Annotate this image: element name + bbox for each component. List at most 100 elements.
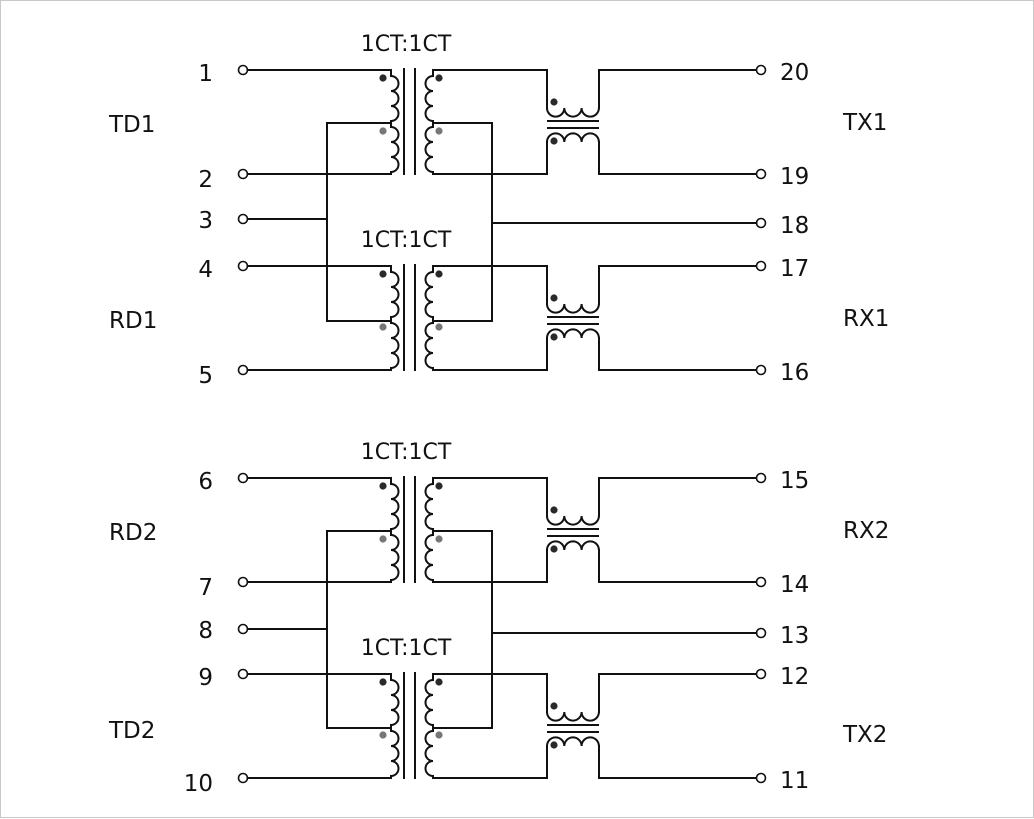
pin-number: 12 — [780, 664, 809, 690]
pin-terminal-18 — [755, 217, 767, 229]
polarity-dot — [550, 702, 558, 710]
pin-terminal-17 — [755, 260, 767, 272]
polarity-dot — [550, 506, 558, 514]
pin-number: 4 — [198, 257, 213, 283]
polarity-dot — [379, 323, 387, 331]
polarity-dot — [379, 482, 387, 490]
transformer-ratio-label: 1CT:1CT — [361, 228, 452, 253]
choke-coil-upper — [546, 711, 600, 722]
pin-number: 1 — [198, 61, 213, 87]
polarity-dot — [435, 74, 443, 82]
pin-number: 10 — [184, 771, 213, 797]
pin-number: 11 — [780, 768, 809, 794]
center-tap-bus-right — [432, 530, 493, 729]
choke-coil-lower — [546, 328, 600, 339]
wire — [432, 171, 442, 175]
pin-number: 6 — [198, 469, 213, 495]
choke-coil-lower — [546, 132, 600, 143]
choke-coil-upper — [546, 515, 600, 526]
wire — [382, 69, 392, 77]
wire — [432, 579, 442, 583]
choke-coil-lower — [546, 736, 600, 747]
center-tap-bus-right — [432, 122, 493, 322]
wire — [432, 69, 442, 77]
wire — [432, 673, 442, 681]
polarity-dot — [379, 731, 387, 739]
center-tap-1: 3 18 — [198, 122, 809, 322]
choke-coil-upper — [546, 303, 600, 314]
pin-number: 17 — [780, 256, 809, 282]
pin-number: 13 — [780, 623, 809, 649]
pin-terminal-8 — [237, 623, 249, 635]
channel-label: RX2 — [843, 518, 889, 544]
channel-label: TX2 — [842, 722, 887, 748]
wire — [382, 775, 392, 779]
pin-terminal-9 — [237, 668, 249, 680]
transformer-ratio-label: 1CT:1CT — [361, 440, 452, 465]
pin-terminal-2 — [237, 168, 249, 180]
pin-terminal-19 — [755, 168, 767, 180]
secondary-coil-lower — [424, 126, 434, 173]
pin-number: 9 — [198, 665, 213, 691]
pin-terminal-11 — [755, 772, 767, 784]
channel-label: RD2 — [109, 520, 157, 546]
primary-coil-upper — [390, 483, 400, 530]
wire — [432, 367, 442, 371]
transformer-ratio-label: 1CT:1CT — [361, 636, 452, 661]
pin-terminal-13 — [755, 627, 767, 639]
polarity-dot — [379, 678, 387, 686]
primary-coil-upper — [390, 271, 400, 318]
pin-terminal-5 — [237, 364, 249, 376]
pin-number: 7 — [198, 575, 213, 601]
polarity-dot — [550, 741, 558, 749]
pin-number: 3 — [198, 208, 213, 234]
choke-coil-lower — [546, 540, 600, 551]
pin-number: 14 — [780, 572, 809, 598]
wire — [382, 477, 392, 485]
pin-terminal-7 — [237, 576, 249, 588]
pin-terminal-14 — [755, 576, 767, 588]
secondary-coil-lower — [424, 730, 434, 777]
choke-coil-upper — [546, 107, 600, 118]
polarity-dot — [435, 270, 443, 278]
channel-label: TX1 — [842, 110, 887, 136]
pin-number: 18 — [780, 213, 809, 239]
transformer-ratio-label: 1CT:1CT — [361, 32, 452, 57]
wire — [432, 775, 442, 779]
polarity-dot — [435, 535, 443, 543]
polarity-dot — [550, 137, 558, 145]
wire — [432, 265, 442, 273]
polarity-dot — [435, 127, 443, 135]
center-tap-bus-left — [326, 122, 392, 322]
wire — [382, 367, 392, 371]
pin-terminal-12 — [755, 668, 767, 680]
secondary-coil-upper — [424, 679, 434, 726]
pin-number: 19 — [780, 164, 809, 190]
polarity-dot — [550, 294, 558, 302]
secondary-coil-lower — [424, 322, 434, 369]
polarity-dot — [435, 731, 443, 739]
primary-coil-lower — [390, 126, 400, 173]
polarity-dot — [435, 323, 443, 331]
primary-coil-upper — [390, 679, 400, 726]
channel-label: RD1 — [109, 308, 157, 334]
pin-terminal-20 — [755, 64, 767, 76]
primary-coil-lower — [390, 730, 400, 777]
center-tap-bus-left — [326, 530, 392, 729]
pin-number: 5 — [198, 363, 213, 389]
polarity-dot — [435, 678, 443, 686]
polarity-dot — [550, 545, 558, 553]
pin-number: 20 — [780, 60, 809, 86]
pin-terminal-6 — [237, 472, 249, 484]
pin-number: 2 — [198, 167, 213, 193]
wire — [382, 579, 392, 583]
channel-label: TD2 — [108, 718, 155, 744]
channel-label: RX1 — [843, 306, 889, 332]
polarity-dot — [435, 482, 443, 490]
